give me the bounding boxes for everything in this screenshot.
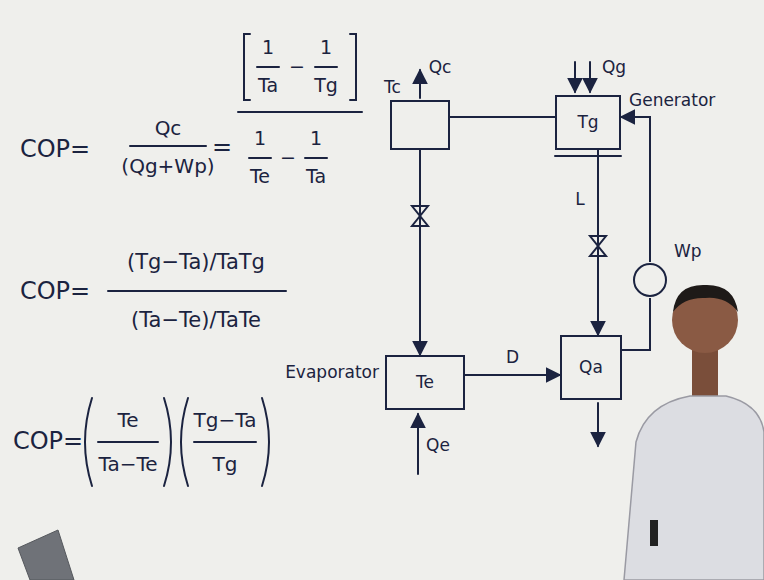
minus-sign: − <box>289 56 305 78</box>
equation-lhs: COP= <box>13 428 83 456</box>
parenthesis <box>181 398 188 486</box>
flow-line <box>597 150 599 335</box>
fraction-bar <box>305 157 327 159</box>
board-eraser <box>18 530 74 580</box>
equation-lhs: COP= <box>20 136 90 164</box>
bracket <box>244 34 250 100</box>
work-label: Wp <box>674 242 702 262</box>
flow-line <box>450 116 555 118</box>
temperature-label: Tc <box>384 78 401 98</box>
denominator: Ta <box>258 75 278 97</box>
parenthesis <box>164 398 171 486</box>
component-name: Generator <box>629 91 715 111</box>
denominator: Tg <box>314 75 338 97</box>
numerator: 1 <box>310 128 322 150</box>
equals-sign: = <box>212 134 232 162</box>
temperature-label: Tg <box>577 113 598 133</box>
heat-arrow <box>589 62 591 92</box>
component-name: Evaporator <box>285 363 379 383</box>
fraction-bar <box>194 441 256 443</box>
stream-label: L <box>573 190 586 210</box>
temperature-label: Te <box>416 373 434 393</box>
minus-sign: − <box>280 147 296 169</box>
lecturer-hair <box>673 285 738 312</box>
fraction-bar <box>238 111 362 113</box>
numerator: (Tg−Ta)/TaTg <box>127 250 265 274</box>
lecturer <box>624 285 764 580</box>
denominator: (Ta−Te)/TaTe <box>131 308 261 332</box>
fraction-bar <box>108 290 286 292</box>
fraction-bar <box>249 157 271 159</box>
numerator: 1 <box>320 37 332 59</box>
bracket <box>350 34 356 100</box>
denominator: (Qg+Wp) <box>121 155 214 178</box>
numerator: Te <box>117 409 138 432</box>
fraction-bar <box>257 66 279 68</box>
evaporator-box: TeEvaporator <box>385 355 465 410</box>
flow-line <box>622 298 650 350</box>
generator-box: TgGenerator <box>555 95 621 150</box>
denominator: Te <box>250 166 270 188</box>
fraction-bar <box>315 66 337 68</box>
flow-line <box>621 117 650 262</box>
numerator: Qc <box>155 117 182 140</box>
heat-arrow <box>574 62 576 92</box>
denominator: Ta−Te <box>98 453 157 476</box>
heat-arrow <box>417 414 419 474</box>
fraction-bar <box>130 145 206 147</box>
pump-symbol: Wp <box>632 262 668 298</box>
condenser-box: Tc <box>390 100 450 150</box>
numerator: 1 <box>254 128 266 150</box>
stream-label: D <box>504 348 521 368</box>
heat-arrow <box>597 403 599 446</box>
marker-pen <box>650 520 658 546</box>
lecturer-shirt <box>624 396 764 580</box>
absorber-box: Qa <box>560 335 622 400</box>
heat-label: Qc <box>429 58 452 78</box>
generator-base-line <box>555 155 621 157</box>
numerator: Tg−Ta <box>194 409 257 432</box>
parenthesis <box>262 398 269 486</box>
denominator: Tg <box>213 453 238 476</box>
heat-label: Qe <box>426 436 450 456</box>
heat-arrow <box>419 70 421 98</box>
lecturer-neck <box>692 345 718 401</box>
denominator: Ta <box>306 166 326 188</box>
heat-label: Qa <box>579 358 603 378</box>
pump-outline <box>634 264 666 296</box>
numerator: 1 <box>262 37 274 59</box>
fraction-bar <box>98 441 158 443</box>
flow-line <box>419 150 421 355</box>
equation-lhs: COP= <box>20 278 90 306</box>
flow-line <box>465 374 560 376</box>
parenthesis <box>85 398 92 486</box>
heat-label: Qg <box>602 58 626 78</box>
pump-outline <box>632 262 668 298</box>
